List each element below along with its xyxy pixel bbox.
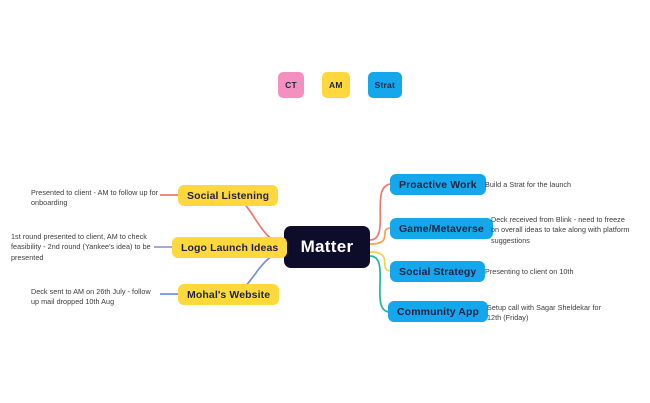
connector-right-3 (369, 255, 391, 313)
connector-right-1 (369, 227, 393, 245)
tag-chip-strat[interactable]: Strat (367, 72, 402, 98)
node-label: Logo Launch Ideas (181, 241, 279, 254)
node-label: Game/Metaverse (399, 222, 484, 235)
node-logo-launch-ideas[interactable]: Logo Launch Ideas (172, 237, 288, 258)
node-proactive-work[interactable]: Proactive Work (390, 174, 486, 195)
node-label: Social Listening (187, 189, 270, 202)
note-game-metaverse[interactable]: Deck received from Blink - need to freez… (491, 215, 630, 245)
note-social-listening[interactable]: Presented to client - AM to follow up fo… (31, 188, 159, 208)
note-community-app[interactable]: Setup call with Sagar Sheldekar for 12th… (487, 303, 602, 323)
tag-chip-am[interactable]: AM (322, 72, 350, 98)
note-mohals-website[interactable]: Deck sent to AM on 26th July - follow up… (31, 287, 151, 307)
node-social-listening[interactable]: Social Listening (178, 185, 279, 206)
note-logo-launch-ideas[interactable]: 1st round presented to client, AM to che… (11, 232, 151, 262)
tag-chip-label: Strat (374, 80, 395, 90)
node-label: Proactive Work (399, 178, 477, 191)
node-label: Community App (397, 305, 479, 318)
tag-chip-ct[interactable]: CT (278, 72, 304, 98)
node-game-metaverse[interactable]: Game/Metaverse (390, 218, 493, 239)
node-social-strategy[interactable]: Social Strategy (390, 261, 486, 282)
center-node-label: Matter (300, 237, 354, 256)
center-node-matter[interactable]: Matter (284, 226, 370, 268)
tag-chip-label: AM (329, 80, 343, 90)
node-label: Social Strategy (399, 265, 477, 278)
tag-row: CT AM Strat (278, 72, 402, 98)
node-mohals-website[interactable]: Mohal's Website (178, 284, 280, 305)
node-label: Mohal's Website (187, 288, 271, 301)
connector-right-0 (369, 183, 393, 241)
note-proactive-work[interactable]: Build a Strat for the launch (485, 180, 572, 189)
note-social-strategy[interactable]: Presenting to client on 10th (485, 267, 574, 276)
tag-chip-label: CT (285, 80, 297, 90)
connector-right-2 (369, 251, 393, 272)
node-community-app[interactable]: Community App (388, 301, 488, 322)
